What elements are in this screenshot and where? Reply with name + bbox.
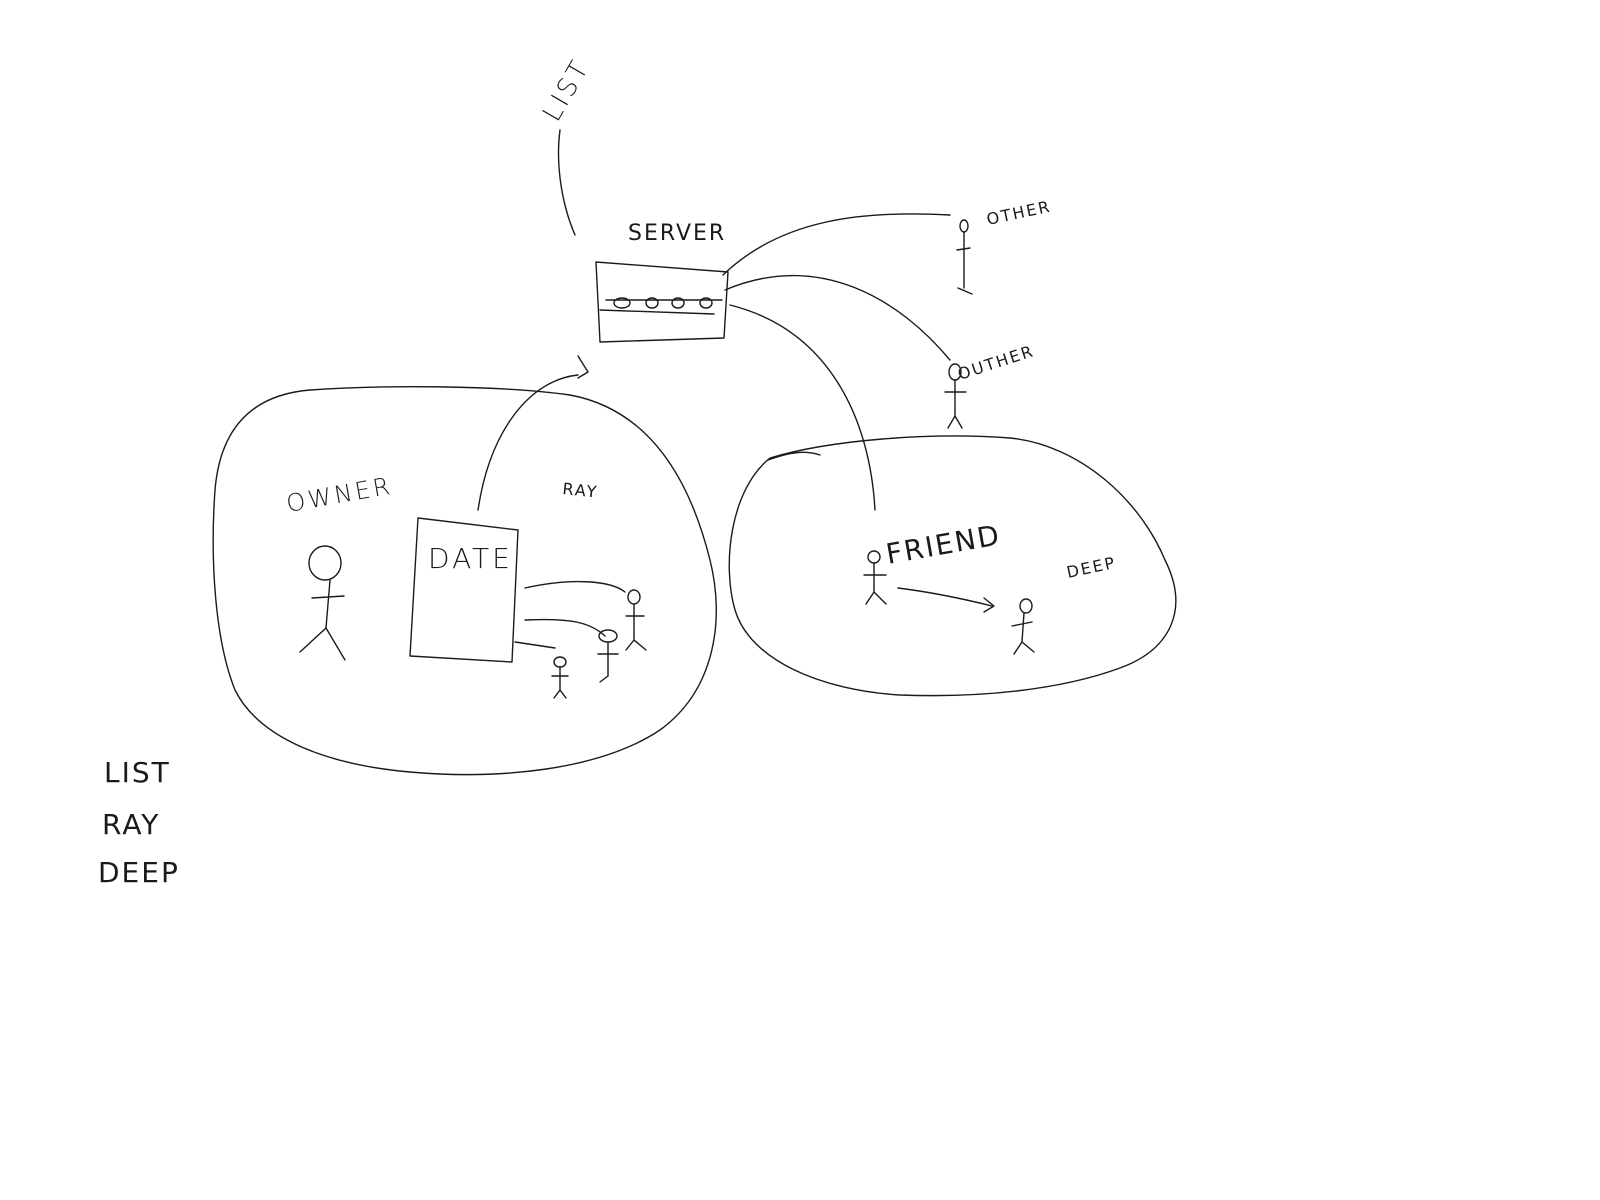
friend-group-boundary	[728, 435, 1177, 697]
data-box	[409, 517, 519, 663]
deep-person-icon	[1011, 598, 1035, 655]
list-top-label: LIST	[537, 54, 596, 127]
ray-person-a-icon	[625, 589, 647, 651]
arrow-head-icon	[577, 355, 589, 379]
other-top-person-icon	[956, 219, 973, 295]
data-to-person-c-line	[514, 641, 556, 649]
other-top-label: OTHER	[985, 197, 1053, 229]
ray-label: RAY	[562, 479, 600, 502]
owner-label: OWNER	[284, 472, 395, 518]
server-to-other-top-line	[722, 213, 951, 276]
data-to-person-a-line	[524, 580, 626, 593]
list-to-server-line	[557, 129, 576, 236]
friend-group-boundary-overlap	[767, 451, 821, 461]
friend-to-deep-line	[897, 587, 993, 607]
server-label: SERVER	[628, 221, 726, 246]
data-to-person-b-line	[524, 618, 606, 637]
legend: LIST RAY DEEP	[98, 756, 180, 889]
other-mid-person-icon	[944, 363, 967, 429]
data-to-server-line	[477, 374, 579, 511]
legend-item-ray: RAY	[102, 808, 160, 841]
owner-person-icon	[299, 545, 346, 661]
legend-item-list: LIST	[104, 756, 171, 789]
ray-person-b-icon	[597, 629, 619, 683]
owner-group-boundary	[212, 386, 717, 776]
friend-arrow-head-icon	[983, 597, 995, 613]
friend-label: FRIEND	[883, 518, 1003, 571]
friend-person-icon	[863, 550, 887, 605]
server-to-friend-line	[729, 304, 876, 511]
server-to-other-mid-line	[724, 274, 951, 361]
data-label: DATE	[428, 542, 513, 575]
server-icon	[595, 261, 729, 343]
deep-label: DEEP	[1065, 553, 1118, 582]
ray-person-c-icon	[551, 656, 569, 699]
legend-item-deep: DEEP	[98, 856, 180, 889]
other-mid-label: OUTHER	[955, 341, 1036, 384]
